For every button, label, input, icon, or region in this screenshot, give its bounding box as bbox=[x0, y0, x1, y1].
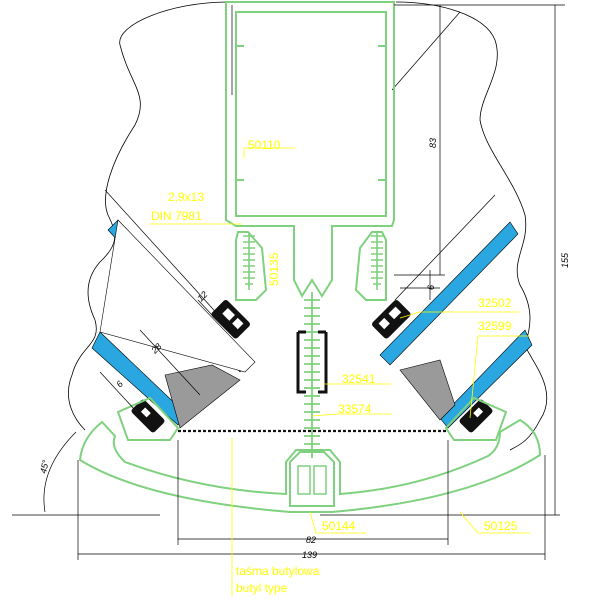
dim-6-right: 6 bbox=[426, 285, 436, 290]
cover-profile-50125 bbox=[78, 396, 542, 513]
left-glass-spacer bbox=[99, 219, 256, 373]
dim-45-deg: 45° bbox=[38, 459, 51, 475]
center-screw bbox=[304, 292, 320, 458]
left-outer-gasket bbox=[211, 300, 250, 339]
label-screw-standard: DIN 7981 bbox=[151, 209, 202, 223]
left-foot-outline bbox=[116, 396, 180, 441]
dimension-lines bbox=[12, 4, 565, 560]
label-33574: 33574 bbox=[338, 402, 372, 416]
right-screw bbox=[371, 232, 383, 290]
cover-outer-curve bbox=[78, 418, 542, 513]
label-screw-size: 2,9x13 bbox=[168, 190, 204, 204]
label-50144: 50144 bbox=[322, 519, 356, 533]
insert-outline bbox=[296, 330, 328, 394]
dim-12: 12 bbox=[195, 289, 209, 303]
clamp-profiles-50135 bbox=[235, 231, 387, 301]
dim-6-left: 6 bbox=[114, 379, 125, 390]
dim-139: 139 bbox=[302, 550, 317, 560]
right-break-line bbox=[395, 1, 547, 451]
mullion-inner-chamber bbox=[235, 11, 387, 217]
right-inner-gasket bbox=[459, 399, 493, 433]
mullion-outer-outline bbox=[225, 1, 395, 299]
glass-panes bbox=[91, 219, 533, 429]
left-break-line bbox=[68, 1, 229, 431]
ref-line bbox=[394, 194, 496, 301]
dimension-labels: 83 155 6 12 28 6 45° 82 139 bbox=[38, 138, 570, 560]
dim-82: 82 bbox=[306, 535, 316, 545]
label-leader-lines bbox=[150, 147, 530, 596]
right-glass-outer bbox=[379, 221, 519, 366]
part-labels: 50110 2,9x13 DIN 7981 50135 32502 32599 … bbox=[151, 138, 518, 595]
center-insert-32541 bbox=[296, 330, 328, 394]
right-foot-outline bbox=[444, 396, 508, 441]
screws bbox=[243, 232, 383, 458]
right-outer-gasket bbox=[372, 300, 411, 339]
label-50135: 50135 bbox=[267, 252, 281, 286]
right-insulation-block bbox=[399, 359, 456, 421]
dim-83: 83 bbox=[428, 138, 438, 148]
clip-chamber bbox=[297, 465, 311, 495]
right-glass-inner bbox=[439, 329, 533, 429]
label-butyl-tape-en: butyl type bbox=[236, 581, 288, 595]
label-32541: 32541 bbox=[342, 372, 376, 386]
label-32502: 32502 bbox=[478, 296, 512, 310]
clip-50144-outline bbox=[289, 451, 335, 507]
ref-line bbox=[104, 189, 233, 331]
label-50110: 50110 bbox=[248, 138, 281, 152]
clip-chamber bbox=[313, 465, 327, 495]
mullion-profile-50110 bbox=[225, 1, 395, 299]
label-32599: 32599 bbox=[478, 319, 512, 333]
right-clamp-outline bbox=[354, 231, 387, 301]
label-butyl-tape-pl: taśma butylowa bbox=[236, 564, 320, 578]
gaskets bbox=[131, 300, 493, 433]
dim-155: 155 bbox=[560, 252, 570, 268]
ref-line bbox=[391, 11, 461, 91]
left-screw bbox=[243, 232, 255, 290]
break-line-outlines bbox=[68, 1, 547, 451]
label-50125: 50125 bbox=[484, 519, 518, 533]
left-clamp-outline bbox=[235, 231, 268, 301]
left-inner-gasket bbox=[131, 399, 165, 433]
left-insulation-block bbox=[164, 364, 241, 429]
